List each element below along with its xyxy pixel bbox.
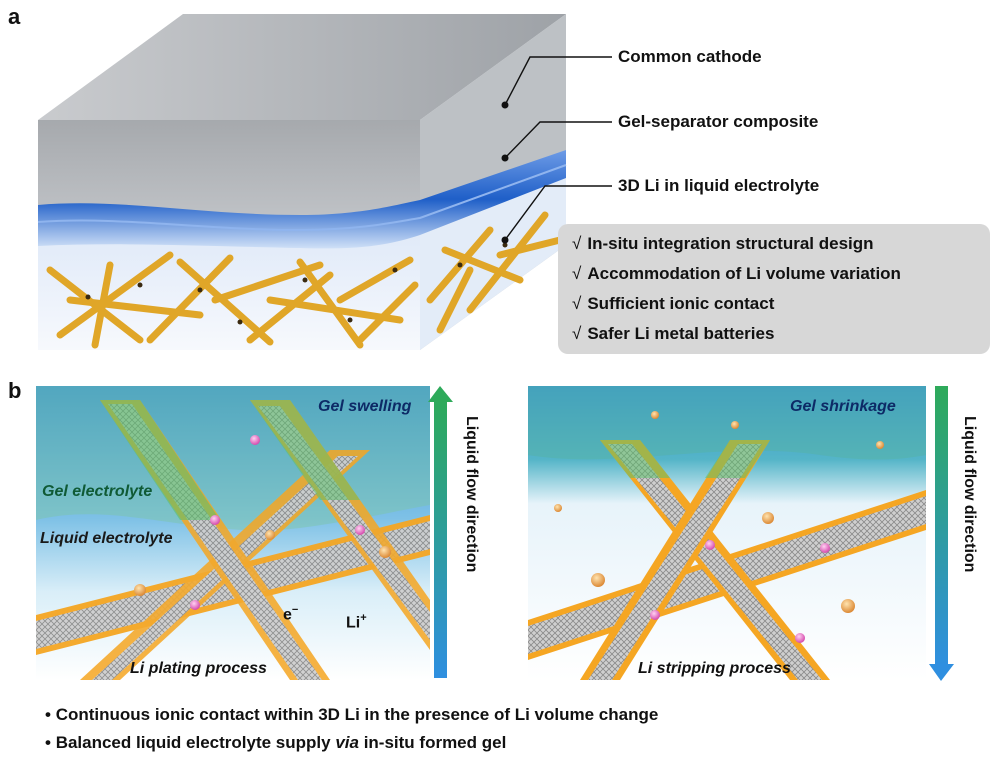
callout-leaders: [504, 56, 612, 241]
feature-item: √Sufficient ionic contact: [572, 294, 775, 313]
label-gel-shrinkage: Gel shrinkage: [790, 398, 896, 415]
label-common-cathode: Common cathode: [618, 47, 762, 66]
callout-dots: [501, 101, 509, 244]
feature-item: √In-situ integration structural design: [572, 234, 874, 253]
right-scene: [528, 386, 926, 680]
panel-b-letter: b: [8, 378, 22, 403]
label-li-stripping: Li stripping process: [638, 660, 791, 677]
label-gel-electrolyte: Gel electrolyte: [42, 483, 153, 500]
check-icon: √: [572, 294, 582, 313]
gel-separator-band: [37, 150, 567, 249]
left-flow-arrow: [428, 386, 453, 678]
label-left-flow: Liquid flow direction: [463, 416, 480, 573]
li-fiber-dots: [85, 242, 508, 325]
label-li-plating: Li plating process: [130, 660, 267, 677]
label-gel-separator: Gel-separator composite: [618, 112, 819, 131]
panel-a-letter: a: [8, 4, 21, 29]
left-scene: [36, 386, 430, 680]
label-liquid-electrolyte: Liquid electrolyte: [40, 530, 173, 547]
bullet-1: • Continuous ionic contact within 3D Li …: [45, 705, 659, 724]
label-right-flow: Liquid flow direction: [961, 416, 978, 573]
feature-item: √Accommodation of Li volume variation: [572, 264, 901, 283]
check-icon: √: [572, 264, 582, 283]
label-3d-li: 3D Li in liquid electrolyte: [618, 176, 820, 195]
label-electron: e−: [283, 604, 299, 624]
label-gel-swelling: Gel swelling: [318, 398, 412, 415]
bullet-2: • Balanced liquid electrolyte supply via…: [45, 733, 507, 752]
feature-item: √Safer Li metal batteries: [572, 324, 775, 343]
check-icon: √: [572, 324, 582, 343]
feature-box: √In-situ integration structural design √…: [558, 224, 990, 354]
check-icon: √: [572, 234, 582, 253]
label-li-ion: Li+: [346, 612, 367, 632]
right-flow-arrow: [929, 386, 954, 681]
